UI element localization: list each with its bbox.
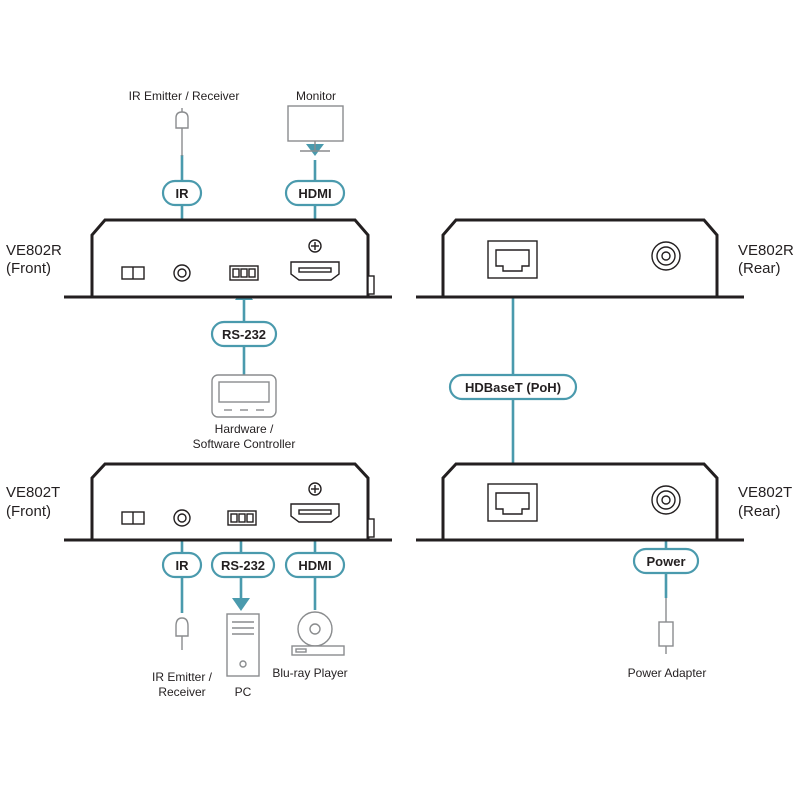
pill-hdmi-top-text: HDMI	[298, 186, 331, 201]
pc-label: PC	[235, 685, 252, 699]
pill-ir-top: IR	[161, 179, 203, 207]
ve802r-front-name: VE802R	[6, 242, 62, 259]
pill-ir-bottom-text: IR	[176, 558, 190, 573]
pill-ir-bottom: IR	[161, 551, 203, 579]
pill-power-text: Power	[646, 554, 685, 569]
power-adapter-label: Power Adapter	[628, 666, 707, 680]
ve802r-front-sub: (Front)	[6, 260, 51, 277]
pill-rs232-top-text: RS-232	[222, 327, 266, 342]
monitor-label: Monitor	[296, 89, 336, 103]
bluray-player-icon	[291, 611, 345, 656]
ir-emitter-bottom-label-1: IR Emitter /	[152, 670, 213, 684]
monitor-icon	[287, 105, 344, 152]
pill-rs232-bottom: RS-232	[210, 551, 276, 579]
ve802t-rear-device	[416, 462, 744, 542]
arrow-pc	[232, 598, 250, 611]
ir-emitter-top-icon	[175, 108, 189, 156]
ve802t-front-sub: (Front)	[6, 503, 51, 520]
ve802r-rear-device	[416, 218, 744, 299]
pc-tower-icon	[226, 613, 260, 677]
pill-ir-top-text: IR	[176, 186, 190, 201]
controller-label-1: Hardware /	[215, 422, 274, 436]
pill-hdbaset-text: HDBaseT (PoH)	[465, 380, 561, 395]
pill-rs232-top: RS-232	[210, 320, 278, 348]
pill-power: Power	[632, 547, 700, 575]
bluray-label: Blu-ray Player	[272, 666, 347, 680]
ir-emitter-bottom-icon	[175, 617, 189, 650]
ir-emitter-bottom-label-2: Receiver	[158, 685, 205, 699]
ve802r-front-device	[64, 218, 392, 299]
ir-emitter-top-label: IR Emitter / Receiver	[129, 89, 240, 103]
pill-hdmi-bottom: HDMI	[284, 551, 346, 579]
controller-icon	[211, 374, 277, 418]
pill-hdmi-bottom-text: HDMI	[298, 558, 331, 573]
controller-label-2: Software Controller	[193, 437, 296, 451]
ve802t-front-device	[64, 462, 392, 542]
ve802t-front-name: VE802T	[6, 484, 60, 501]
pill-rs232-bottom-text: RS-232	[221, 558, 265, 573]
ve802r-rear-sub: (Rear)	[738, 260, 781, 277]
ve802t-rear-name: VE802T	[738, 484, 792, 501]
pill-hdmi-top: HDMI	[284, 179, 346, 207]
power-adapter-icon	[658, 598, 674, 654]
pill-hdbaset: HDBaseT (PoH)	[448, 373, 578, 401]
ve802r-rear-name: VE802R	[738, 242, 794, 259]
ve802t-rear-sub: (Rear)	[738, 503, 781, 520]
